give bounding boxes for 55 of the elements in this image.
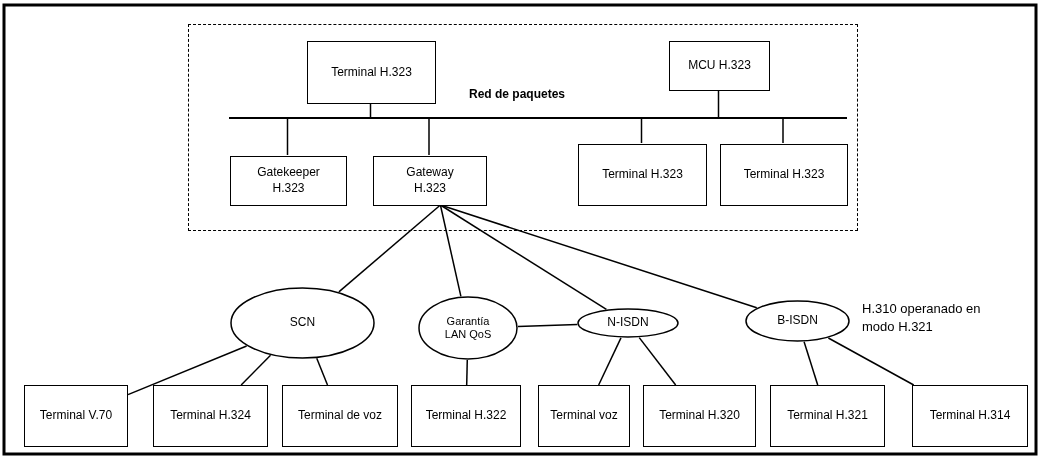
connector-line <box>127 345 248 396</box>
terminal-box <box>153 385 268 447</box>
dashed-boundary <box>188 24 858 231</box>
terminal-box <box>912 385 1028 447</box>
node-label: SCN <box>289 315 316 331</box>
terminal-box <box>720 144 848 206</box>
terminal-box <box>770 385 885 447</box>
terminal-box <box>643 385 756 447</box>
connector-line <box>439 204 462 298</box>
connector-line <box>286 116 289 156</box>
node-label: Garantía LAN QoS <box>443 315 493 341</box>
terminal-box <box>411 385 521 447</box>
connector-line <box>803 341 819 386</box>
connector-line <box>717 89 720 118</box>
connector-line <box>782 116 784 144</box>
node-label: Terminal H.323 <box>602 167 683 183</box>
terminal-box <box>669 41 770 91</box>
connector-line <box>827 337 915 386</box>
network-ellipse <box>577 308 679 338</box>
node-label: Terminal H.314 <box>929 408 1011 424</box>
node-label: B-ISDN <box>777 313 818 329</box>
terminal-box <box>538 385 630 447</box>
terminal-box <box>373 156 487 206</box>
connector-line <box>638 336 677 386</box>
terminal-box <box>578 144 707 206</box>
node-label: Terminal H.321 <box>787 408 868 424</box>
node-label: Terminal voz <box>550 408 618 424</box>
node-label: Terminal H.323 <box>331 64 412 81</box>
node-label: Red de paquetes <box>469 87 566 103</box>
node-label: Gatekeeper H.323 <box>256 165 321 197</box>
node-label: Terminal H.324 <box>170 408 251 424</box>
node-label: Terminal V.70 <box>39 408 113 424</box>
network-ellipse <box>418 296 518 360</box>
connector-line <box>597 337 622 386</box>
connector-line <box>640 116 643 144</box>
side-note: H.310 operanado en modo H.321 <box>862 300 982 336</box>
node-label: Terminal H.320 <box>659 408 740 424</box>
connector-line <box>240 354 272 386</box>
node-label: N-ISDN <box>607 315 649 331</box>
connector-line <box>517 323 579 328</box>
connector-line <box>465 359 468 386</box>
terminal-box <box>282 385 398 447</box>
node-label: Terminal H.323 <box>743 167 825 183</box>
connector-line <box>338 204 442 293</box>
node-label: MCU H.323 <box>688 58 751 74</box>
connector-line <box>316 357 329 386</box>
terminal-box <box>307 41 436 104</box>
node-label: Gateway H.323 <box>405 165 455 197</box>
node-label: Terminal de voz <box>297 408 382 424</box>
terminal-box <box>24 385 128 447</box>
connector-line <box>439 204 608 311</box>
network-ellipse <box>230 287 375 359</box>
terminal-box <box>230 156 347 206</box>
connector-line <box>428 116 430 156</box>
node-label: Terminal H.322 <box>425 408 507 424</box>
